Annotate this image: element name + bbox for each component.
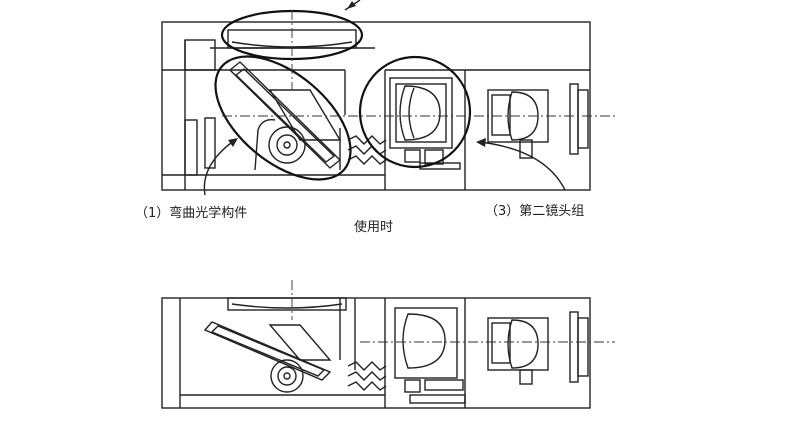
bottom-housing	[161, 297, 591, 409]
label-in-use-state: 使用时	[354, 220, 394, 235]
top-assembly	[161, 0, 615, 196]
top-housing	[161, 21, 591, 191]
callout-ellipse-first-lens	[358, 55, 472, 169]
label-second-lens-group: （3）第二镜头组	[485, 204, 585, 219]
label-bending-optical-member: （1）弯曲光学构件	[135, 206, 248, 221]
second-lens-group	[487, 83, 589, 159]
bottom-assembly	[161, 280, 615, 409]
callout-ellipse-bending-member	[214, 55, 352, 181]
top-lens	[210, 29, 375, 49]
